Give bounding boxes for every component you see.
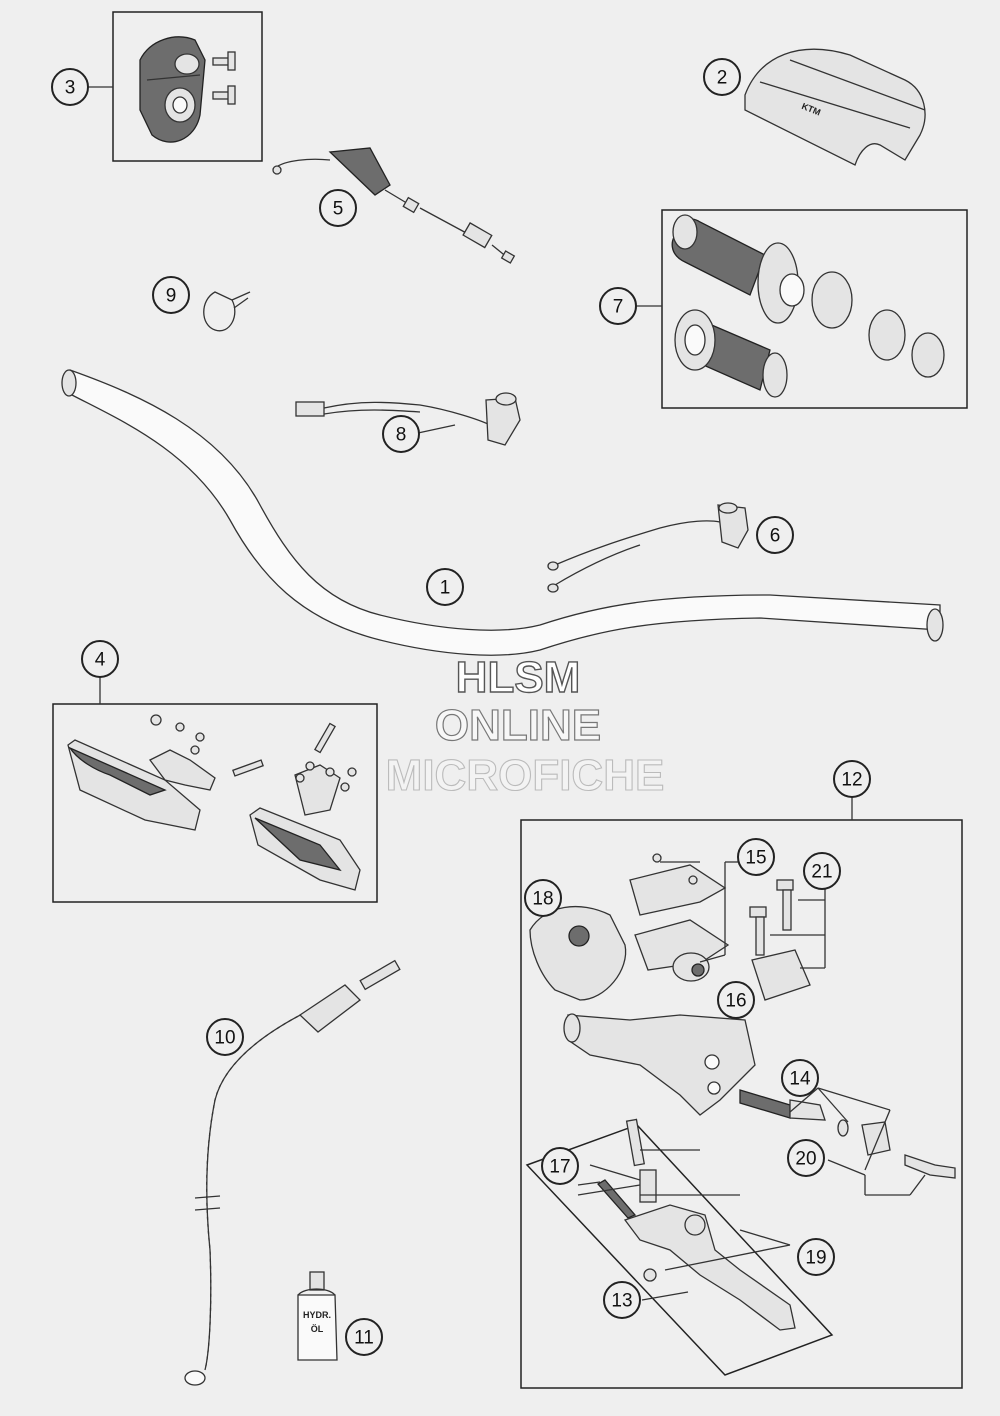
- callout-5: 5: [319, 189, 357, 227]
- callout-14: 14: [781, 1059, 819, 1097]
- group-box-13-17-19: [525, 1124, 834, 1376]
- group-box-4: [52, 703, 378, 903]
- callout-3: 3: [51, 68, 89, 106]
- callout-11: 11: [345, 1318, 383, 1356]
- part-9-cable-tie: [203, 291, 251, 332]
- callout-4: 4: [81, 640, 119, 678]
- callout-19: 19: [797, 1238, 835, 1276]
- callout-20-label: 20: [795, 1149, 816, 1170]
- callout-15-label: 15: [745, 848, 766, 869]
- callout-16-label: 16: [725, 991, 746, 1012]
- callout-4-label: 4: [95, 650, 106, 671]
- part-10-clutch-line: [184, 959, 401, 1386]
- part-3-switch-housing: [139, 36, 236, 143]
- group-box-12: [520, 819, 963, 1389]
- callout-19-label: 19: [805, 1248, 826, 1269]
- callout-6-label: 6: [770, 526, 781, 547]
- part-8-switch: [295, 392, 521, 446]
- callout-2: 2: [703, 58, 741, 96]
- part-4-handguards: [67, 714, 361, 891]
- callout-13-label: 13: [611, 1291, 632, 1312]
- part-7-grips: [671, 214, 945, 398]
- callout-15: 15: [737, 838, 775, 876]
- watermark: HLSM ONLINE MICROFICHE: [385, 652, 665, 800]
- callout-14-label: 14: [789, 1069, 811, 1090]
- watermark-line-3: MICROFICHE: [386, 751, 665, 800]
- callout-1-label: 1: [440, 578, 451, 599]
- callout-8: 8: [382, 415, 420, 453]
- leader-lines: [88, 86, 926, 1301]
- callout-16: 16: [717, 981, 755, 1019]
- callout-9-label: 9: [166, 286, 177, 307]
- watermark-line-1: HLSM: [456, 653, 581, 702]
- callout-7-label: 7: [613, 297, 624, 318]
- callout-21: 21: [803, 852, 841, 890]
- group-box-7: [661, 209, 968, 409]
- callout-3-label: 3: [65, 78, 76, 99]
- part-1-handlebar: [61, 369, 944, 656]
- callout-9: 9: [152, 276, 190, 314]
- callout-6: 6: [756, 516, 794, 554]
- callout-20: 20: [787, 1139, 825, 1177]
- callout-5-label: 5: [333, 199, 344, 220]
- callout-12: 12: [833, 760, 871, 798]
- callout-8-label: 8: [396, 425, 407, 446]
- callout-11-label: 11: [354, 1328, 374, 1349]
- callout-13: 13: [603, 1281, 641, 1319]
- callout-10: 10: [206, 1018, 244, 1056]
- part-5-cable: [272, 147, 516, 264]
- callout-17: 17: [541, 1147, 579, 1185]
- callout-7: 7: [599, 287, 637, 325]
- part-2-handlebar-pad: KTM: [744, 48, 926, 166]
- callout-21-label: 21: [811, 862, 832, 883]
- part-11-oil-bottle: HYDR. ÖL: [297, 1271, 338, 1361]
- oil-bottle-label-2: ÖL: [311, 1324, 324, 1334]
- oil-bottle-label-1: HYDR.: [303, 1310, 331, 1320]
- callout-18: 18: [524, 879, 562, 917]
- watermark-line-2: ONLINE: [435, 701, 601, 750]
- callout-12-label: 12: [841, 770, 862, 791]
- callout-17-label: 17: [549, 1157, 570, 1178]
- callout-2-label: 2: [717, 68, 728, 89]
- callout-1: 1: [426, 568, 464, 606]
- callout-10-label: 10: [214, 1028, 235, 1049]
- part-12-master-cylinder: [529, 853, 956, 1331]
- callout-18-label: 18: [532, 889, 553, 910]
- part-6-switch: [547, 502, 749, 593]
